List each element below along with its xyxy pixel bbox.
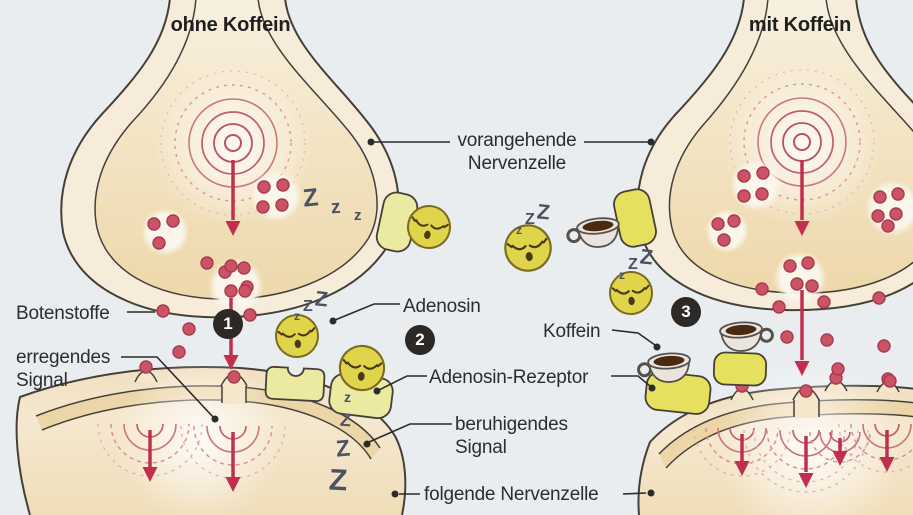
messenger-dot bbox=[820, 333, 834, 347]
vesicle-releasing bbox=[208, 258, 264, 314]
vesicle bbox=[730, 159, 782, 211]
vesicle-releasing bbox=[773, 251, 827, 305]
synaptic-cleft-right bbox=[755, 282, 897, 388]
messenger-dot bbox=[182, 322, 196, 336]
label-messengers: Botenstoffe bbox=[16, 303, 110, 324]
messenger-dot bbox=[139, 360, 153, 374]
label-line: Nervenzelle bbox=[467, 153, 567, 175]
messenger-dot bbox=[772, 300, 786, 314]
step-badge-2: 2 bbox=[405, 325, 435, 355]
messenger-dot bbox=[805, 279, 819, 293]
messenger-dot bbox=[737, 189, 751, 203]
messenger-dot bbox=[883, 374, 897, 388]
vesicle bbox=[141, 208, 189, 256]
sleep-z-icon: Z bbox=[303, 298, 313, 315]
messenger-dot bbox=[881, 219, 895, 233]
messenger-dot bbox=[799, 384, 813, 398]
sleep-z-icon: Z bbox=[628, 256, 638, 273]
label-calming-signal: beruhigendes Signal bbox=[455, 413, 568, 459]
messenger-dot bbox=[889, 207, 903, 221]
messenger-dot bbox=[780, 330, 794, 344]
adenosine-receptor-blocked bbox=[712, 351, 768, 387]
messenger-dot bbox=[891, 187, 905, 201]
messenger-dot bbox=[166, 214, 180, 228]
label-adenosine-receptor: Adenosin-Rezeptor bbox=[429, 367, 589, 388]
sleep-z-icon: z bbox=[354, 207, 362, 224]
messenger-dot bbox=[238, 284, 252, 298]
membrane-channel bbox=[222, 384, 246, 404]
label-caffeine: Koffein bbox=[543, 321, 601, 342]
presynaptic-cell-left bbox=[60, 0, 400, 319]
label-line: vorangehende bbox=[457, 130, 577, 151]
sleep-z-icon: Z bbox=[638, 245, 654, 270]
sleep-z-icon: Z bbox=[339, 409, 352, 431]
messenger-dot bbox=[200, 256, 214, 270]
messenger-dot bbox=[147, 217, 161, 231]
messenger-dot bbox=[727, 214, 741, 228]
label-excitatory-signal: erregendes Signal bbox=[16, 346, 110, 392]
step-badge-1: 1 bbox=[213, 309, 243, 339]
messenger-dot bbox=[756, 166, 770, 180]
messenger-dot bbox=[717, 233, 731, 247]
sleep-z-icon: z bbox=[294, 309, 300, 323]
messenger-dot bbox=[871, 209, 885, 223]
messenger-dot bbox=[783, 259, 797, 273]
title-with-caffeine: mit Koffein bbox=[748, 14, 852, 36]
step-badge-3: 3 bbox=[671, 297, 701, 327]
sleep-z-icon: z bbox=[330, 196, 342, 219]
messenger-dot bbox=[172, 345, 186, 359]
leader-lines bbox=[121, 138, 661, 498]
membrane-channel bbox=[794, 398, 819, 418]
messenger-dot bbox=[276, 178, 290, 192]
label-presynaptic-cell: vorangehende Nervenzelle bbox=[437, 129, 597, 175]
messenger-dot bbox=[711, 217, 725, 231]
messenger-dot bbox=[256, 200, 270, 214]
label-postsynaptic-cell: folgende Nervenzelle bbox=[424, 484, 599, 505]
messenger-dot bbox=[817, 295, 831, 309]
label-line: beruhigendes bbox=[455, 414, 568, 435]
messenger-dot bbox=[237, 261, 251, 275]
adenosine-receptor-empty bbox=[264, 366, 326, 402]
sleep-z-icon: z bbox=[516, 223, 522, 237]
sleep-z-icon: Z bbox=[334, 434, 352, 462]
messenger-dot bbox=[224, 259, 238, 273]
messenger-dot bbox=[156, 304, 170, 318]
postsynaptic-cell-right bbox=[637, 355, 913, 515]
label-line: Signal bbox=[16, 370, 68, 392]
messenger-dot bbox=[755, 282, 769, 296]
vesicle bbox=[865, 180, 913, 236]
messenger-dot bbox=[790, 277, 804, 291]
messenger-dot bbox=[243, 308, 257, 322]
sleep-z-icon: z bbox=[344, 389, 351, 405]
messenger-dot bbox=[257, 180, 271, 194]
vesicle bbox=[705, 209, 749, 253]
messenger-dot bbox=[872, 291, 886, 305]
presynaptic-cell-right bbox=[636, 0, 913, 312]
sleep-z-icon: Z bbox=[313, 287, 329, 312]
messenger-dot bbox=[873, 190, 887, 204]
messenger-dot bbox=[275, 198, 289, 212]
title-without-caffeine: ohne Koffein bbox=[170, 14, 291, 36]
sleep-z-icon: Z bbox=[525, 211, 535, 228]
sleep-z-icon: Z bbox=[328, 463, 349, 498]
label-adenosine: Adenosin bbox=[403, 296, 481, 317]
messenger-dot bbox=[737, 169, 751, 183]
messenger-dot bbox=[801, 256, 815, 270]
postsynaptic-cell-left bbox=[15, 355, 407, 515]
messenger-dot bbox=[877, 339, 891, 353]
messenger-dot bbox=[755, 187, 769, 201]
vesicle bbox=[250, 170, 302, 222]
messenger-dot bbox=[227, 370, 241, 384]
label-line: erregendes bbox=[16, 347, 111, 368]
sleep-z-icon: Z bbox=[301, 183, 320, 213]
membrane-band bbox=[36, 385, 380, 459]
messenger-dot bbox=[224, 284, 238, 298]
sleep-z-icon: Z bbox=[535, 200, 551, 225]
label-line: Signal bbox=[455, 437, 507, 459]
messenger-dot bbox=[152, 236, 166, 250]
sleep-z-icon: z bbox=[619, 268, 625, 282]
messenger-dot bbox=[831, 362, 845, 376]
